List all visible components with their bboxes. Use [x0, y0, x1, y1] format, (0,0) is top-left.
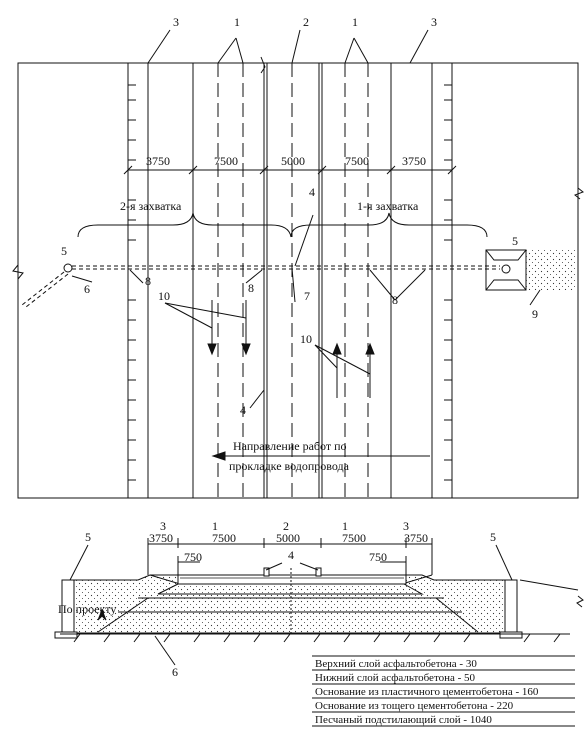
pipe-branch-b: [25, 273, 69, 308]
plan-frame: [17, 62, 579, 499]
plan-callout-3-right: 3: [431, 15, 437, 29]
legend-layer-2: Нижний слой асфальтобетона - 50: [315, 672, 476, 684]
callout-4-top: 4: [309, 185, 315, 199]
layer-legend: Верхний слой асфальтобетона - 30 Нижний …: [312, 655, 575, 727]
label-zahvatka-2: 2-я захватка: [120, 199, 182, 213]
sec-callout-5-left: 5: [85, 530, 91, 544]
sec-callout-2: 2: [283, 519, 289, 533]
top-pavement: [177, 574, 407, 585]
brace-zahvatka-1: [290, 212, 488, 238]
leader-2: [291, 29, 301, 64]
sec-callout-5-right: 5: [490, 530, 496, 544]
callout-5-right: 5: [512, 234, 518, 248]
curb-left-outer: [127, 62, 149, 499]
plan-dim-3750-right: 3750: [402, 154, 426, 168]
sec-dim-5000: 5000: [276, 531, 300, 545]
section-labels: 3 1 2 1 3 3750 7500 5000 7500 3750 750 7…: [58, 519, 496, 679]
plan-dim-3750-left: 3750: [146, 154, 170, 168]
leader-3-left: [147, 29, 171, 64]
legend-layer-5: Песчаный подстилающий слой - 1040: [315, 714, 492, 726]
well-left: [63, 263, 73, 273]
well-col-right: [504, 579, 518, 633]
pit-edges: [485, 249, 527, 291]
sec-callout-1-right: 1: [342, 519, 348, 533]
sec-dim-3750-left: 3750: [149, 531, 173, 545]
po-proektu-label: По проекту: [58, 602, 116, 616]
callout-10-left: 10: [158, 289, 170, 303]
plan-callout-2: 2: [303, 15, 309, 29]
direction-text-line2: прокладке водопровода: [229, 459, 350, 473]
curb-right-ticks: [444, 84, 452, 481]
break-mark-right: [574, 187, 584, 200]
callout-9: 9: [532, 307, 538, 321]
plan-callout-1-left: 1: [234, 15, 240, 29]
legend-layer-4: Основание из тощего цементобетона - 220: [315, 700, 514, 712]
sec-callout-6: 6: [172, 665, 178, 679]
curb-left-small: [263, 567, 270, 577]
cross-section: [54, 538, 584, 666]
sec-callout-1-left: 1: [212, 519, 218, 533]
plan-labels: 3 1 2 1 3 3750 7500 5000 7500 3750 2-я з…: [61, 15, 538, 473]
sand-body: [61, 574, 511, 634]
label-zahvatka-1: 1-я захватка: [357, 199, 419, 213]
legend-layer-1: Верхний слой асфальтобетона - 30: [315, 658, 477, 670]
plan-view: [12, 29, 584, 499]
curb-left-ticks: [128, 84, 136, 481]
sec-dim-3750-right: 3750: [404, 531, 428, 545]
callout-8-right: 8: [392, 293, 398, 307]
callout-4-bottom: 4: [240, 403, 246, 417]
pipe-branch-a: [21, 271, 65, 306]
well-right: [501, 264, 511, 274]
leader-3-right: [409, 29, 429, 64]
callout-8-left: 8: [145, 274, 151, 288]
callout-8-mid: 8: [248, 281, 254, 295]
legend-layer-3: Основание из пластичного цементобетона -…: [315, 686, 539, 698]
callout-7: 7: [304, 289, 310, 303]
sec-callout-3-right: 3: [403, 519, 409, 533]
plan-dim-7500-right: 7500: [345, 154, 369, 168]
direction-text-line1: Направление работ по: [233, 439, 347, 453]
curb-right-small: [315, 567, 322, 577]
sec-callout-3-left: 3: [160, 519, 166, 533]
layer-2: [157, 583, 424, 595]
curb-right-outer: [431, 62, 453, 499]
sec-dim-750-right: 750: [369, 550, 387, 564]
callout-6: 6: [84, 282, 90, 296]
callout-5-left: 5: [61, 244, 67, 258]
plan-dim-5000: 5000: [281, 154, 305, 168]
break-mark-left: [12, 264, 24, 280]
sec-dim-7500-right: 7500: [342, 531, 366, 545]
pit-soil: [526, 250, 576, 290]
sec-callout-4: 4: [288, 548, 294, 562]
sec-dim-7500-left: 7500: [212, 531, 236, 545]
plan-dim-7500-left: 7500: [214, 154, 238, 168]
break-mark-top: [260, 56, 266, 74]
plan-callout-3-left: 3: [173, 15, 179, 29]
brace-zahvatka-2: [77, 212, 292, 238]
callout-10-right: 10: [300, 332, 312, 346]
sec-dim-750-left: 750: [184, 550, 202, 564]
slope-lines: [97, 597, 479, 633]
plan-callout-1-right: 1: [352, 15, 358, 29]
